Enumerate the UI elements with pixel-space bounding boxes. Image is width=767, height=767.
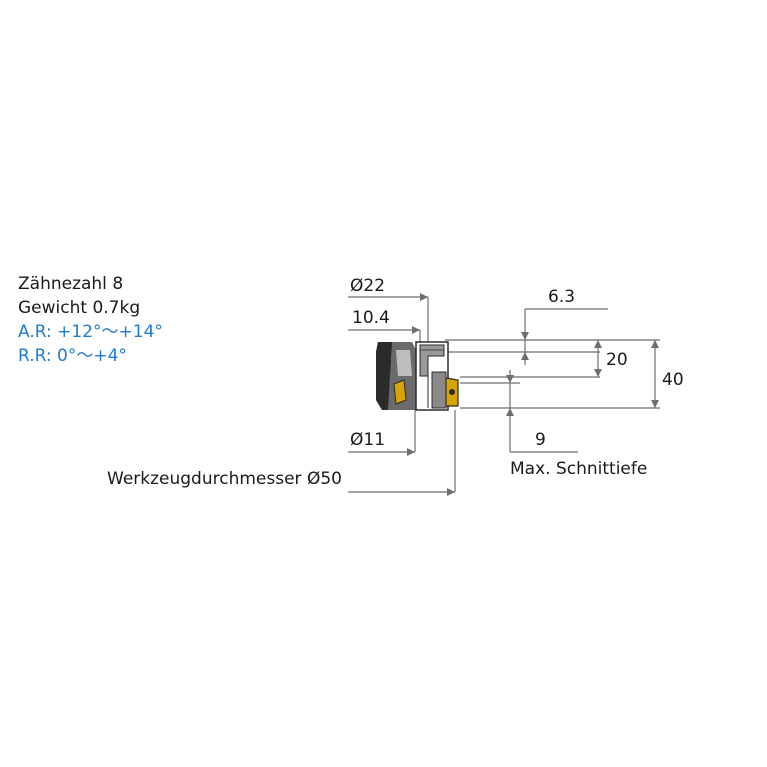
label-bore-depth: 10.4 [352, 308, 390, 328]
axial-rake: A.R: +12°～+14° [18, 322, 163, 342]
label-tool-diameter-value: Ø50 [306, 469, 342, 489]
arrow-cut-depth-top [506, 375, 514, 383]
arrow-shank-diameter [407, 448, 415, 456]
label-cut-depth-value: 9 [535, 430, 546, 450]
arrow-cut-depth-bottom [506, 408, 514, 416]
label-shank-diameter: Ø11 [350, 430, 386, 450]
spec-list: Zähnezahl 8 Gewicht 0.7kg A.R: +12°～+14°… [18, 272, 163, 368]
label-body-height: 20 [606, 350, 628, 370]
arrow-bore-diameter [420, 293, 428, 301]
arrow-body-height-top [594, 340, 602, 348]
milling-cutter [376, 341, 459, 411]
arrow-insert-offset-top [521, 332, 529, 340]
arrow-total-height-top [651, 340, 659, 348]
arrow-body-height-bottom [594, 369, 602, 377]
section-hatch-bottom [431, 371, 447, 409]
label-cut-depth: Max. Schnittiefe [510, 459, 648, 479]
label-tool-diameter-text: Werkzeugdurchmesser [107, 469, 302, 489]
arrow-tool-diameter [447, 488, 455, 496]
section-hatch-top [419, 344, 445, 377]
label-insert-offset: 6.3 [548, 287, 576, 307]
arrow-total-height-bottom [651, 400, 659, 408]
arrow-bore-depth [412, 326, 420, 334]
radial-rake: R.R: 0°～+4° [18, 346, 127, 366]
arrow-insert-offset-bottom [521, 352, 529, 360]
arrowheads [407, 293, 659, 496]
cutter-body-highlight [396, 350, 412, 376]
label-bore-diameter: Ø22 [350, 276, 386, 296]
teeth-count: Zähnezahl 8 [18, 274, 124, 294]
weight: Gewicht 0.7kg [18, 298, 141, 318]
label-tool-diameter: Werkzeugdurchmesser Ø50 [107, 469, 342, 489]
insert-screw [449, 389, 455, 395]
insert-left [393, 379, 407, 405]
dimension-lines [348, 296, 660, 493]
label-total-height: 40 [662, 370, 684, 390]
cutter-body-shadow [376, 342, 392, 410]
